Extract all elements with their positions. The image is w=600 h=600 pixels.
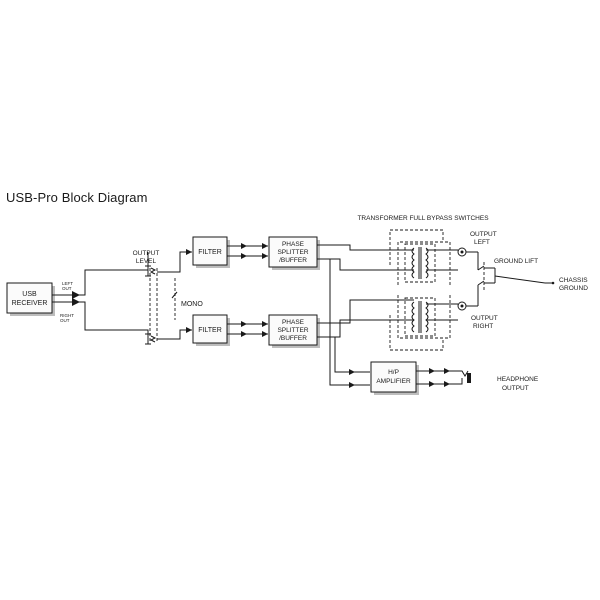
phase-splitter-top-block: PHASE SPLITTER /BUFFER (268, 236, 320, 270)
hp-output-wires (416, 368, 471, 387)
right-out-arrow (72, 298, 80, 306)
output-level-pots (145, 265, 158, 345)
hp-amplifier-line1: H/P (388, 369, 399, 376)
right-out-label-1: RIGHT (60, 313, 74, 318)
phase-splitter-top-line3: /BUFFER (279, 257, 307, 264)
phase-splitter-bottom-line3: /BUFFER (279, 335, 307, 342)
filter-bottom-block: FILTER (192, 314, 230, 346)
headphone-output-label-2: OUTPUT (502, 385, 529, 392)
filter-top-block: FILTER (192, 236, 230, 268)
output-right-label-2: RIGHT (473, 323, 493, 330)
output-right-connector (457, 285, 479, 311)
left-out-label-2: OUT (62, 286, 72, 291)
receiver-output-wires (52, 252, 149, 335)
phase-splitter-bottom-line2: SPLITTER (277, 327, 308, 334)
output-level-label-1: OUTPUT (133, 250, 160, 257)
output-left-connector (457, 247, 479, 270)
output-left-label-2: LEFT (474, 239, 490, 246)
ground-lift-switch (477, 262, 555, 290)
hp-amplifier-line2: AMPLIFIER (376, 378, 411, 385)
ground-lift-label: GROUND LIFT (494, 258, 538, 265)
diagram-title: USB-Pro Block Diagram (6, 190, 148, 205)
filter-to-splitter-wires (227, 243, 268, 337)
right-out-label-2: OUT (60, 318, 70, 323)
left-out-arrow (72, 291, 80, 299)
splitter-output-wires (317, 244, 400, 388)
output-level-label-2: LEVEL (136, 258, 157, 265)
usb-receiver-label-1: USB (22, 291, 37, 298)
output-left-label-1: OUTPUT (470, 231, 497, 238)
phase-splitter-top-line1: PHASE (282, 241, 305, 248)
mono-label: MONO (181, 301, 203, 308)
chassis-ground-label-1: CHASSIS (559, 277, 588, 284)
output-right-label-1: OUTPUT (471, 315, 498, 322)
headphone-output-label-1: HEADPHONE (497, 376, 539, 383)
chassis-ground-label-2: GROUND (559, 285, 588, 292)
usb-receiver-label-2: RECEIVER (12, 300, 48, 307)
transformer-top (389, 229, 458, 285)
transformer-bypass-label: TRANSFORMER FULL BYPASS SWITCHES (357, 215, 489, 222)
phase-splitter-bottom-block: PHASE SPLITTER /BUFFER (268, 314, 320, 348)
transformer-bottom (389, 295, 458, 351)
hp-amplifier-block: H/P AMPLIFIER (370, 361, 419, 395)
filter-top-label: FILTER (198, 249, 222, 256)
left-out-label-1: LEFT (62, 281, 73, 286)
phase-splitter-bottom-line1: PHASE (282, 319, 305, 326)
usb-receiver-block: USB RECEIVER (6, 282, 55, 316)
filter-bottom-label: FILTER (198, 327, 222, 334)
phase-splitter-top-line2: SPLITTER (277, 249, 308, 256)
pot-to-filter-wires (157, 249, 192, 340)
